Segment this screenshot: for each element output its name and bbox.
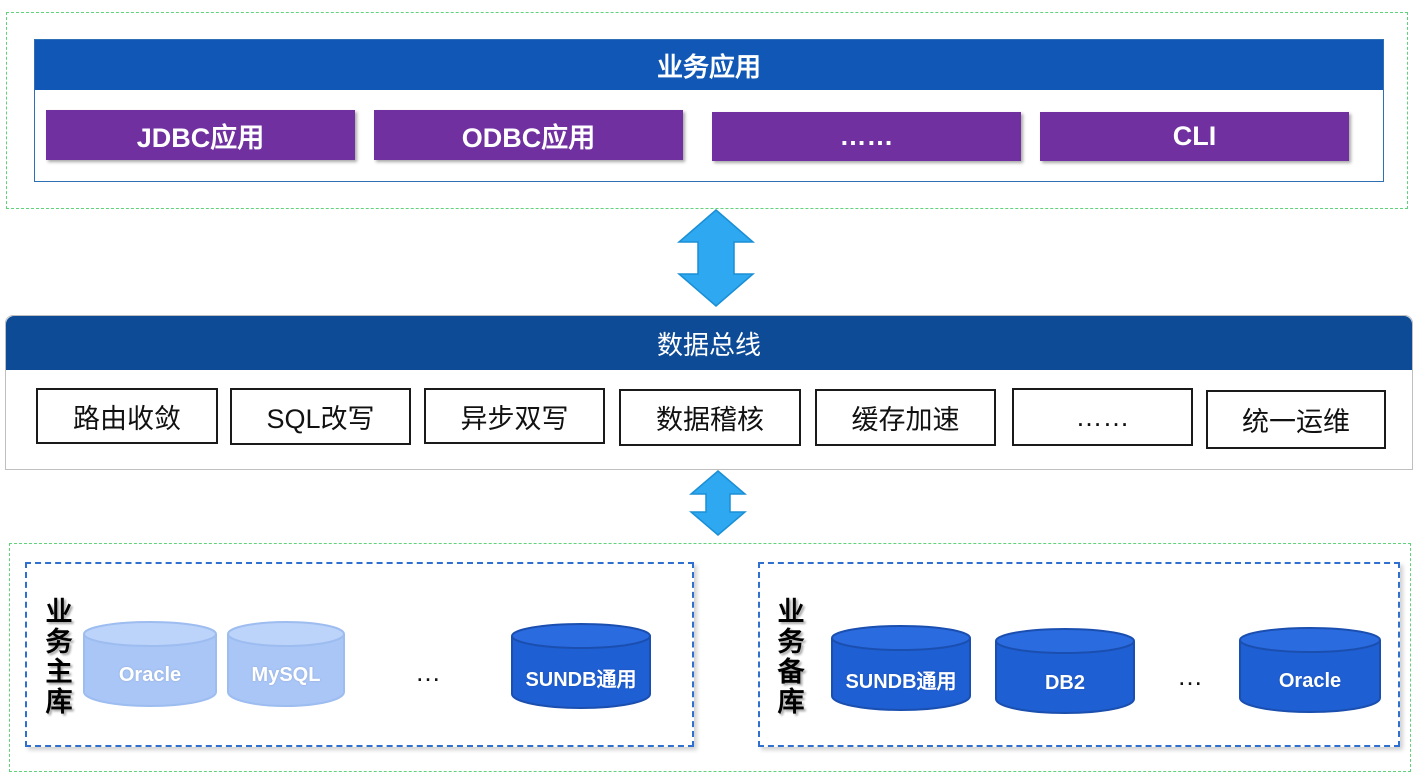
primary-db-ellipsis: … (415, 656, 441, 687)
standby-db-label-char: 务 (777, 627, 805, 657)
standby-db-group (758, 562, 1400, 747)
bus-item-sql-rewrite: SQL改写 (230, 388, 411, 445)
database-cylinder-icon (227, 621, 345, 707)
primary-db-label-char: 业 (45, 597, 73, 627)
db-label-oracle: Oracle (118, 663, 182, 686)
bus-item-routing: 路由收敛 (36, 388, 218, 444)
bidirectional-arrow-icon (676, 209, 756, 307)
database-cylinder-icon (995, 628, 1135, 714)
primary-db-label: 业 务 主 库 (42, 597, 76, 717)
business-app-zone (6, 12, 1408, 209)
database-cylinder-icon (1239, 627, 1381, 713)
bus-item-cache: 缓存加速 (815, 389, 996, 446)
bus-item-ops: 统一运维 (1206, 390, 1386, 449)
bus-item-data-audit: 数据稽核 (619, 389, 801, 446)
app-item-cli: CLI (1040, 112, 1349, 161)
bus-item-more: …… (1012, 388, 1193, 446)
primary-db-label-char: 主 (45, 657, 73, 687)
database-zone (9, 543, 1411, 772)
app-item-odbc: ODBC应用 (374, 110, 683, 160)
db-label-db2: DB2 (1044, 671, 1085, 694)
db-label-sundb: SUNDB通用 (525, 668, 637, 691)
bidirectional-arrow-icon (689, 470, 747, 536)
db-label-sundb: SUNDB通用 (845, 670, 957, 693)
app-item-more: …… (712, 112, 1021, 161)
database-cylinder-icon (83, 621, 217, 707)
business-app-title: 业务应用 (35, 40, 1383, 90)
db-label-mysql: MySQL (251, 663, 321, 686)
standby-db-ellipsis: … (1177, 660, 1203, 691)
primary-db-label-char: 库 (45, 687, 73, 717)
primary-db-group (25, 562, 694, 747)
standby-db-label-char: 业 (777, 597, 805, 627)
app-item-jdbc: JDBC应用 (46, 110, 355, 160)
standby-db-label: 业 务 备 库 (774, 597, 808, 717)
data-bus-title: 数据总线 (6, 316, 1412, 370)
db-label-oracle: Oracle (1278, 669, 1342, 692)
database-cylinder-icon (831, 625, 971, 711)
standby-db-label-char: 库 (777, 687, 805, 717)
standby-db-label-char: 备 (777, 657, 805, 687)
primary-db-label-char: 务 (45, 627, 73, 657)
bus-item-async-write: 异步双写 (424, 388, 605, 444)
database-cylinder-icon (511, 623, 651, 709)
